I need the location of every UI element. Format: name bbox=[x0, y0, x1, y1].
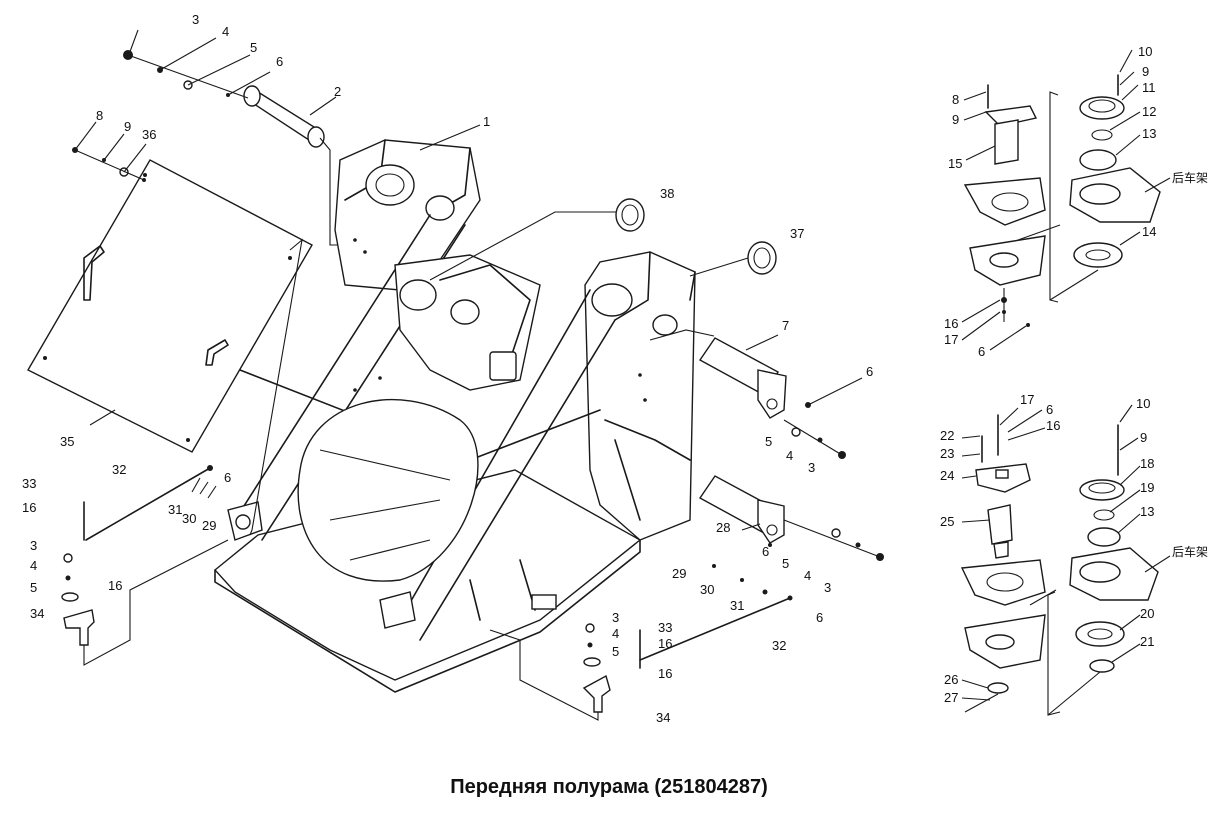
callout-11: 11 bbox=[1142, 80, 1156, 95]
callout-14: 14 bbox=[1142, 224, 1156, 239]
callout-31: 31 bbox=[730, 598, 744, 613]
callout-30: 30 bbox=[700, 582, 714, 597]
callout-36: 36 bbox=[142, 127, 156, 142]
callout-38: 38 bbox=[660, 186, 674, 201]
callout-22: 22 bbox=[940, 428, 954, 443]
callout-7: 7 bbox=[782, 318, 789, 333]
callout-4: 4 bbox=[786, 448, 793, 463]
callout-5: 5 bbox=[250, 40, 257, 55]
callout-32: 32 bbox=[772, 638, 786, 653]
callout-17: 17 bbox=[1020, 392, 1034, 407]
callout-3: 3 bbox=[808, 460, 815, 475]
pin-7 bbox=[698, 337, 787, 419]
callout-3: 3 bbox=[612, 610, 619, 625]
callout-16: 16 bbox=[22, 500, 36, 515]
callout-30: 30 bbox=[182, 511, 196, 526]
callout-24: 24 bbox=[940, 468, 954, 483]
callout-6: 6 bbox=[816, 610, 823, 625]
callout-4: 4 bbox=[612, 626, 619, 641]
callout-15: 15 bbox=[948, 156, 962, 171]
callout-6: 6 bbox=[866, 364, 873, 379]
callout-10: 10 bbox=[1136, 396, 1150, 411]
callout-4: 4 bbox=[222, 24, 229, 39]
pin-2 bbox=[243, 85, 325, 148]
callout-labels: 3 4 5 6 2 1 8 9 36 38 37 7 6 5 4 3 35 32… bbox=[22, 12, 1208, 725]
callout-18: 18 bbox=[1140, 456, 1154, 471]
callout-16: 16 bbox=[944, 316, 958, 331]
callout-34: 34 bbox=[656, 710, 670, 725]
callout-31: 31 bbox=[168, 502, 182, 517]
callout-17: 17 bbox=[944, 332, 958, 347]
callout-16: 16 bbox=[658, 666, 672, 681]
rear-frame-label: 后车架 bbox=[1172, 544, 1208, 559]
callout-3: 3 bbox=[824, 580, 831, 595]
callout-33: 33 bbox=[22, 476, 36, 491]
rear-frame-joint-bottom bbox=[960, 404, 1171, 716]
callout-4: 4 bbox=[804, 568, 811, 583]
callout-10: 10 bbox=[1138, 44, 1152, 59]
callout-12: 12 bbox=[1142, 104, 1156, 119]
callout-6: 6 bbox=[762, 544, 769, 559]
ring-37 bbox=[747, 241, 777, 275]
callout-9: 9 bbox=[952, 112, 959, 127]
diagram-caption: Передняя полурама (251804287) bbox=[450, 776, 768, 798]
callout-32: 32 bbox=[112, 462, 126, 477]
callout-9: 9 bbox=[124, 119, 131, 134]
callout-27: 27 bbox=[944, 690, 958, 705]
callout-6: 6 bbox=[224, 470, 231, 485]
callout-16: 16 bbox=[658, 636, 672, 651]
callout-20: 20 bbox=[1140, 606, 1154, 621]
callout-16: 16 bbox=[1046, 418, 1060, 433]
rear-frame-label: 后车架 bbox=[1172, 170, 1208, 185]
callout-4: 4 bbox=[30, 558, 37, 573]
callout-8: 8 bbox=[952, 92, 959, 107]
pin-28 bbox=[698, 475, 785, 544]
callout-37: 37 bbox=[790, 226, 804, 241]
callout-25: 25 bbox=[940, 514, 954, 529]
callout-3: 3 bbox=[192, 12, 199, 27]
callout-5: 5 bbox=[782, 556, 789, 571]
callout-23: 23 bbox=[940, 446, 954, 461]
callout-8: 8 bbox=[96, 108, 103, 123]
callout-35: 35 bbox=[60, 434, 74, 449]
callout-28: 28 bbox=[716, 520, 730, 535]
callout-21: 21 bbox=[1140, 634, 1154, 649]
rear-frame-joint-top bbox=[961, 49, 1171, 351]
callout-26: 26 bbox=[944, 672, 958, 687]
callout-29: 29 bbox=[672, 566, 686, 581]
callout-6: 6 bbox=[1046, 402, 1053, 417]
callout-16: 16 bbox=[108, 578, 122, 593]
callout-5: 5 bbox=[30, 580, 37, 595]
callout-29: 29 bbox=[202, 518, 216, 533]
callout-13: 13 bbox=[1142, 126, 1156, 141]
callout-19: 19 bbox=[1140, 480, 1154, 495]
callout-1: 1 bbox=[483, 114, 490, 129]
callout-9: 9 bbox=[1140, 430, 1147, 445]
callout-5: 5 bbox=[765, 434, 772, 449]
callout-3: 3 bbox=[30, 538, 37, 553]
front-half-frame bbox=[213, 139, 696, 693]
callout-9: 9 bbox=[1142, 64, 1149, 79]
callout-6: 6 bbox=[276, 54, 283, 69]
cover-plate bbox=[27, 159, 313, 453]
callout-13: 13 bbox=[1140, 504, 1154, 519]
ring-38 bbox=[615, 198, 645, 232]
callout-34: 34 bbox=[30, 606, 44, 621]
callout-33: 33 bbox=[658, 620, 672, 635]
callout-2: 2 bbox=[334, 84, 341, 99]
callout-5: 5 bbox=[612, 644, 619, 659]
callout-6: 6 bbox=[978, 344, 985, 359]
